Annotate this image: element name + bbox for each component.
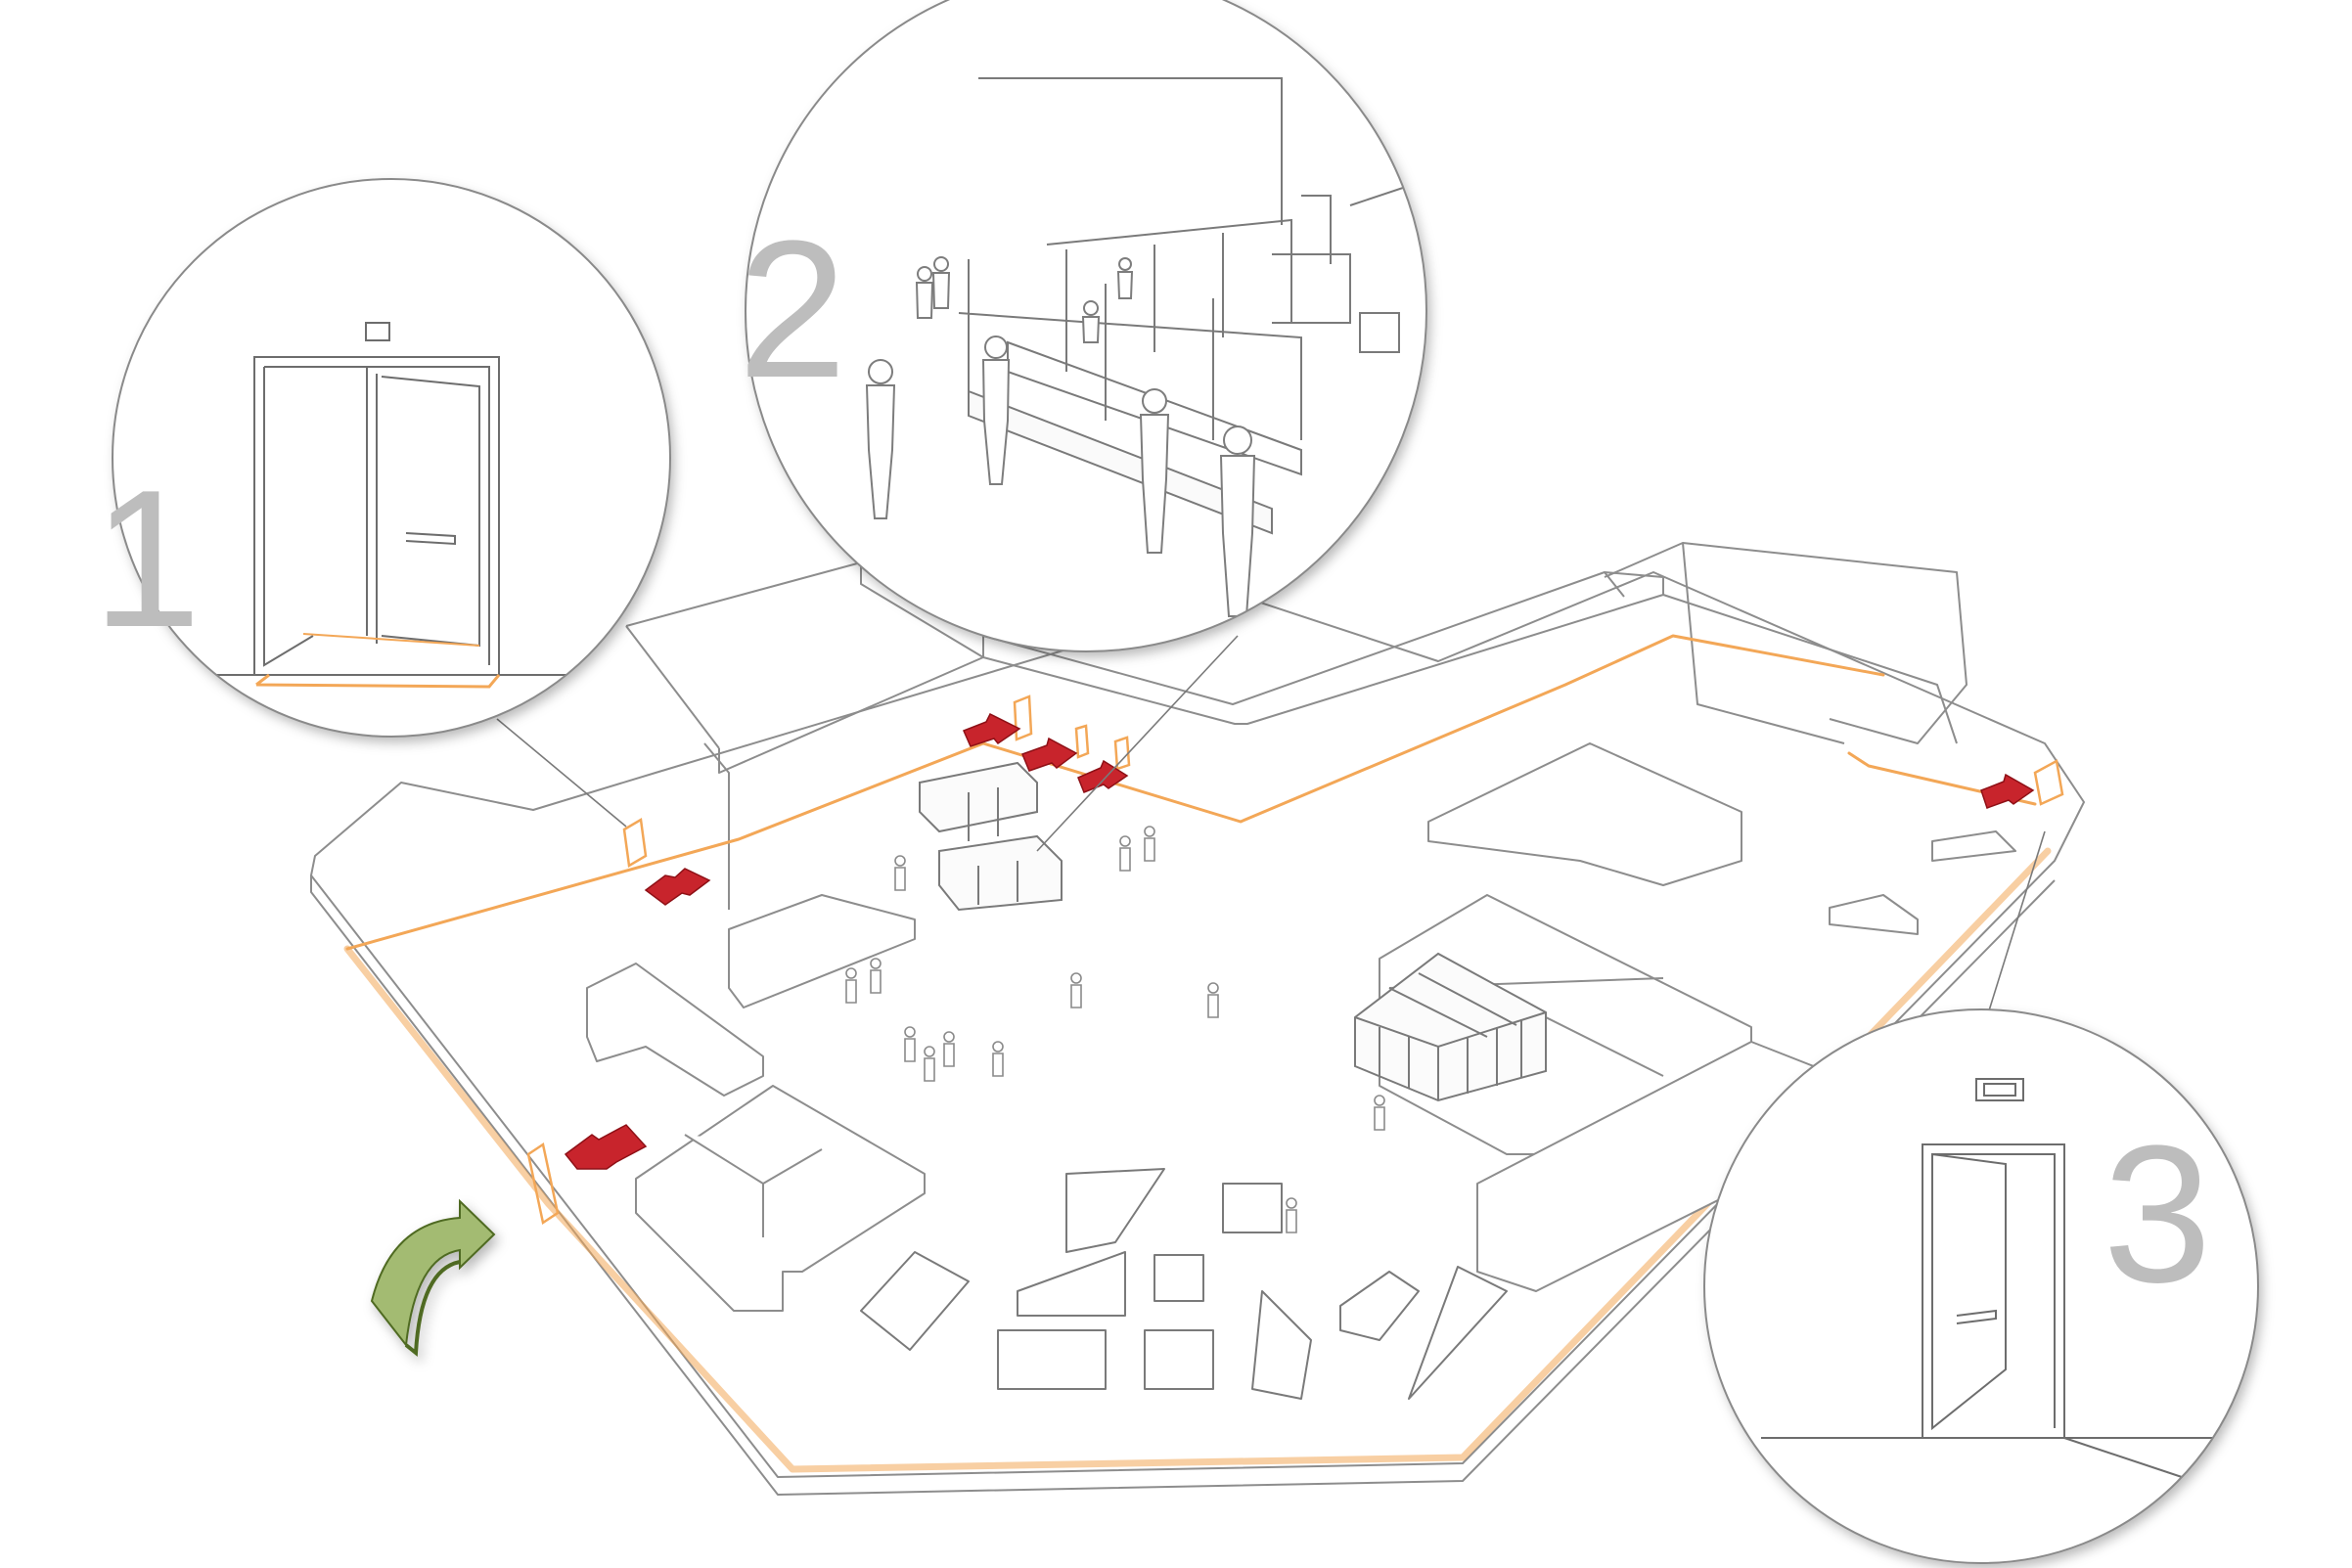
exit-door-side	[526, 1142, 560, 1226]
wall-north-right	[1604, 542, 1968, 744]
planters	[860, 1168, 1508, 1400]
interior-rooms	[586, 742, 2016, 1312]
door-sketch-1	[147, 322, 646, 689]
callout-3-number: 3	[2103, 1105, 2211, 1323]
bench-right	[1829, 894, 1919, 935]
bench-right-2	[1931, 830, 2016, 862]
market-stalls	[919, 761, 1063, 912]
exit-arrow-2a	[963, 712, 1021, 747]
exit-door-1	[622, 817, 648, 869]
entry-arrow	[370, 1198, 496, 1357]
callout-1-number: 1	[92, 450, 201, 668]
market-people	[865, 256, 1256, 617]
exit-arrow-1	[644, 868, 711, 906]
counter-left	[728, 894, 916, 1008]
callout-1	[112, 178, 671, 738]
callout-3	[1703, 1008, 2259, 1564]
door-sketch-3	[1761, 1078, 2250, 1488]
exit-arrows	[564, 712, 2035, 1170]
callout-2-number: 2	[738, 201, 846, 419]
leader-line-1	[496, 718, 627, 828]
room-left-upper	[586, 963, 764, 1097]
people	[845, 826, 1385, 1233]
wall-north-center	[982, 571, 1664, 725]
exit-arrow-3	[1980, 773, 2035, 809]
exit-arrow-side	[564, 1124, 648, 1170]
room-right-top	[1427, 742, 1742, 886]
leader-line-2	[1036, 635, 1239, 852]
exit-arrow-2b	[1021, 737, 1078, 772]
exit-route	[343, 634, 2052, 1473]
exit-door-3	[2033, 759, 2064, 806]
callout-2	[745, 0, 1427, 652]
exit-arrow-2c	[1077, 759, 1129, 793]
greenhouse	[1354, 952, 1547, 1102]
